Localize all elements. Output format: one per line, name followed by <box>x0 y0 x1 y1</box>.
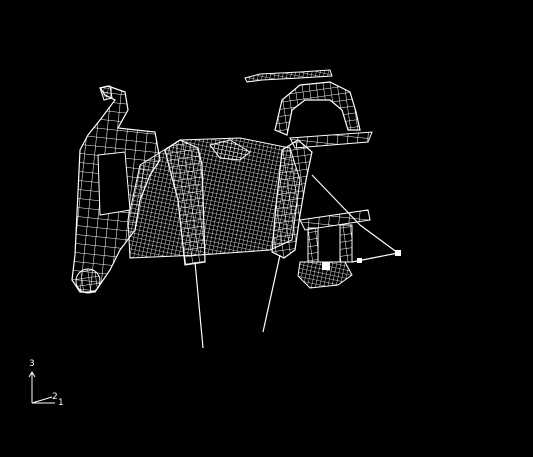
axis-label-2: 2 <box>52 392 58 402</box>
upper-loop-mesh <box>209 69 373 161</box>
axis-label-1: 1 <box>58 398 64 408</box>
left-bracket-mesh <box>71 85 161 294</box>
right-tube-mesh <box>271 139 313 259</box>
axis-triad <box>28 371 55 404</box>
left-tube-mesh <box>164 139 206 266</box>
right-bracket-mesh <box>297 209 371 289</box>
axis-label-3: 3 <box>29 359 35 369</box>
connector-nodes[interactable] <box>322 250 401 270</box>
